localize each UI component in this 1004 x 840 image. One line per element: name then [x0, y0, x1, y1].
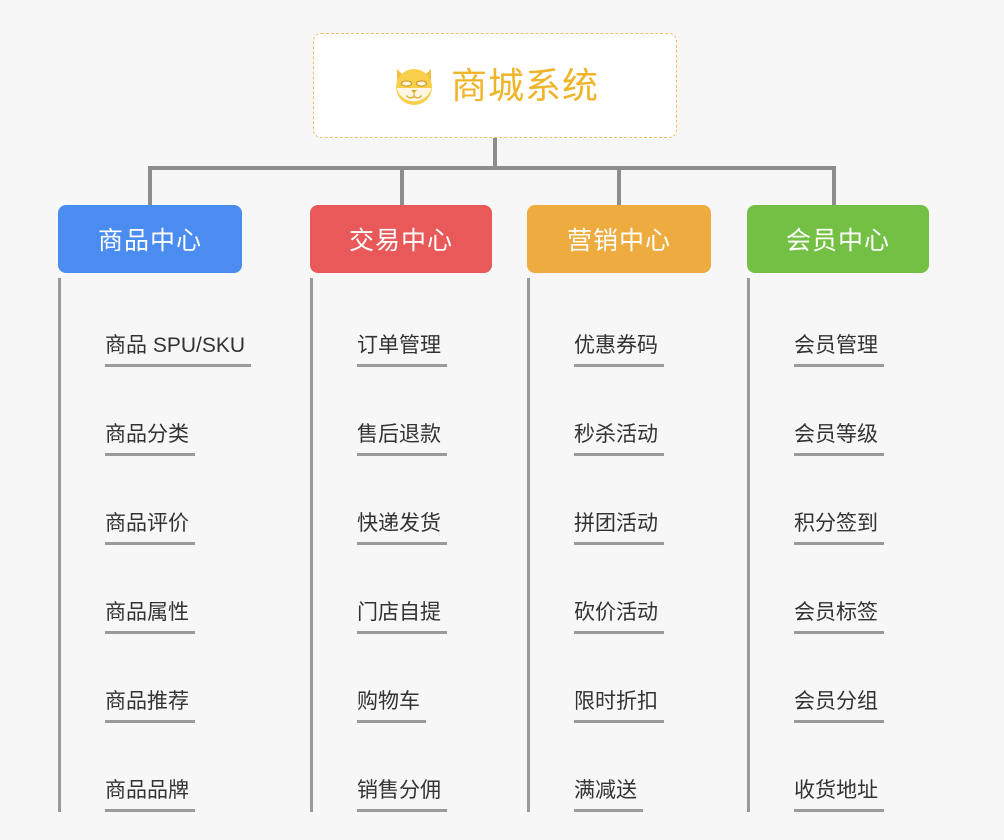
leaf-item-label: 商品属性	[105, 601, 195, 634]
leaf-item-label: 会员分组	[794, 690, 884, 723]
leaf-item-label: 秒杀活动	[574, 423, 664, 456]
branch-header-0[interactable]: 商品中心	[58, 205, 242, 273]
leaf-item[interactable]: 购物车	[329, 634, 492, 723]
branch-column-1: 交易中心 订单管理 售后退款 快递发货 门店自提 购物车 销售分佣	[310, 205, 492, 812]
leaf-item-label: 销售分佣	[357, 779, 447, 812]
leaf-list-1: 订单管理 售后退款 快递发货 门店自提 购物车 销售分佣	[310, 278, 492, 812]
leaf-list-0: 商品 SPU/SKU 商品分类 商品评价 商品属性 商品推荐 商品品牌	[58, 278, 252, 812]
branch-column-3: 会员中心 会员管理 会员等级 积分签到 会员标签 会员分组 收货地址	[747, 205, 929, 812]
leaf-item[interactable]: 会员等级	[766, 367, 929, 456]
leaf-item-label: 积分签到	[794, 512, 884, 545]
root-connector-stem	[493, 138, 497, 168]
leaf-item-label: 收货地址	[794, 779, 884, 812]
leaf-item[interactable]: 商品评价	[77, 456, 251, 545]
leaf-item[interactable]: 商品 SPU/SKU	[77, 278, 252, 367]
leaf-item[interactable]: 会员分组	[766, 634, 929, 723]
leaf-item[interactable]: 拼团活动	[546, 456, 711, 545]
branch-header-label: 交易中心	[348, 227, 453, 255]
leaf-item[interactable]: 商品品牌	[77, 723, 251, 812]
leaf-item-label: 拼团活动	[574, 512, 664, 545]
leaf-item[interactable]: 售后退款	[329, 367, 492, 456]
leaf-item-label: 门店自提	[357, 601, 447, 634]
leaf-item[interactable]: 满减送	[546, 723, 711, 812]
leaf-item-label: 购物车	[357, 690, 426, 723]
branch-connector-3	[832, 166, 836, 208]
dog-face-icon	[391, 63, 437, 109]
leaf-item-label: 商品品牌	[105, 779, 195, 812]
leaf-item[interactable]: 优惠券码	[546, 278, 711, 367]
leaf-item[interactable]: 快递发货	[329, 456, 492, 545]
leaf-item[interactable]: 商品属性	[77, 545, 251, 634]
branch-column-2: 营销中心 优惠券码 秒杀活动 拼团活动 砍价活动 限时折扣 满减送	[527, 205, 711, 812]
leaf-item[interactable]: 商品分类	[77, 367, 251, 456]
leaf-item-label: 会员等级	[794, 423, 884, 456]
leaf-item[interactable]: 订单管理	[329, 278, 492, 367]
root-connector-bus	[148, 166, 836, 170]
root-node[interactable]: 商城系统	[313, 33, 677, 138]
leaf-item-label: 优惠券码	[574, 334, 664, 367]
leaf-item-label: 商品推荐	[105, 690, 195, 723]
branch-header-label: 会员中心	[785, 227, 890, 255]
leaf-item[interactable]: 限时折扣	[546, 634, 711, 723]
leaf-item[interactable]: 积分签到	[766, 456, 929, 545]
branch-column-0: 商品中心 商品 SPU/SKU 商品分类 商品评价 商品属性 商品推荐 商品品牌	[58, 205, 252, 812]
leaf-list-2: 优惠券码 秒杀活动 拼团活动 砍价活动 限时折扣 满减送	[527, 278, 711, 812]
leaf-item-label: 砍价活动	[574, 601, 664, 634]
root-title: 商城系统	[450, 64, 599, 106]
leaf-item-label: 售后退款	[357, 423, 447, 456]
branch-header-2[interactable]: 营销中心	[527, 205, 711, 273]
leaf-item-label: 商品分类	[105, 423, 195, 456]
leaf-list-3: 会员管理 会员等级 积分签到 会员标签 会员分组 收货地址	[747, 278, 929, 812]
leaf-item[interactable]: 商品推荐	[77, 634, 251, 723]
leaf-item[interactable]: 秒杀活动	[546, 367, 711, 456]
leaf-item[interactable]: 会员标签	[766, 545, 929, 634]
branch-header-3[interactable]: 会员中心	[747, 205, 929, 273]
leaf-item-label: 快递发货	[357, 512, 447, 545]
branch-header-label: 商品中心	[97, 227, 202, 255]
leaf-item[interactable]: 门店自提	[329, 545, 492, 634]
branch-header-label: 营销中心	[566, 227, 671, 255]
branch-connector-1	[400, 166, 404, 208]
branch-header-1[interactable]: 交易中心	[310, 205, 492, 273]
leaf-item[interactable]: 砍价活动	[546, 545, 711, 634]
leaf-item[interactable]: 收货地址	[766, 723, 929, 812]
branch-connector-0	[148, 166, 152, 208]
leaf-item-label: 会员管理	[794, 334, 884, 367]
leaf-item[interactable]: 会员管理	[766, 278, 929, 367]
leaf-item-label: 满减送	[574, 779, 643, 812]
leaf-item[interactable]: 销售分佣	[329, 723, 492, 812]
leaf-item-label: 限时折扣	[574, 690, 664, 723]
leaf-item-label: 订单管理	[357, 334, 447, 367]
leaf-item-label: 商品 SPU/SKU	[105, 334, 252, 367]
leaf-item-label: 商品评价	[105, 512, 195, 545]
branch-connector-2	[617, 166, 621, 208]
leaf-item-label: 会员标签	[794, 601, 884, 634]
